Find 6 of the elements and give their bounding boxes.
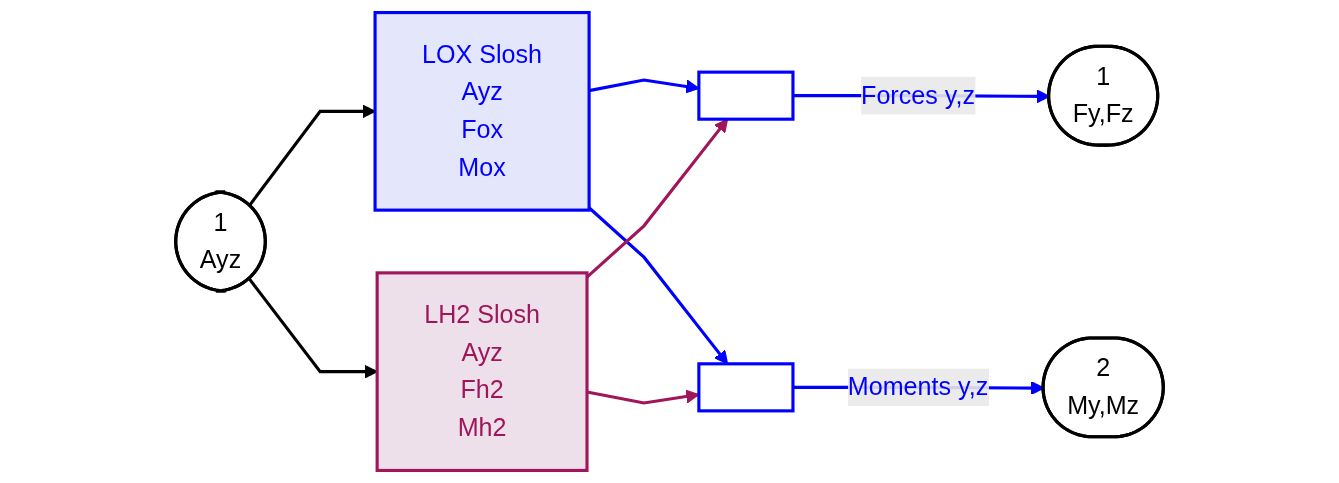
node-bar [697, 70, 795, 121]
node-box: LOX Slosh Ayz Fox Mox [373, 11, 591, 212]
node-bar [697, 362, 795, 413]
edge-label: Moments y,z [847, 373, 989, 400]
node-box: LH2 Slosh Ayz Fh2 Mh2 [375, 271, 589, 472]
edge-label: Forces y,z [861, 81, 975, 109]
